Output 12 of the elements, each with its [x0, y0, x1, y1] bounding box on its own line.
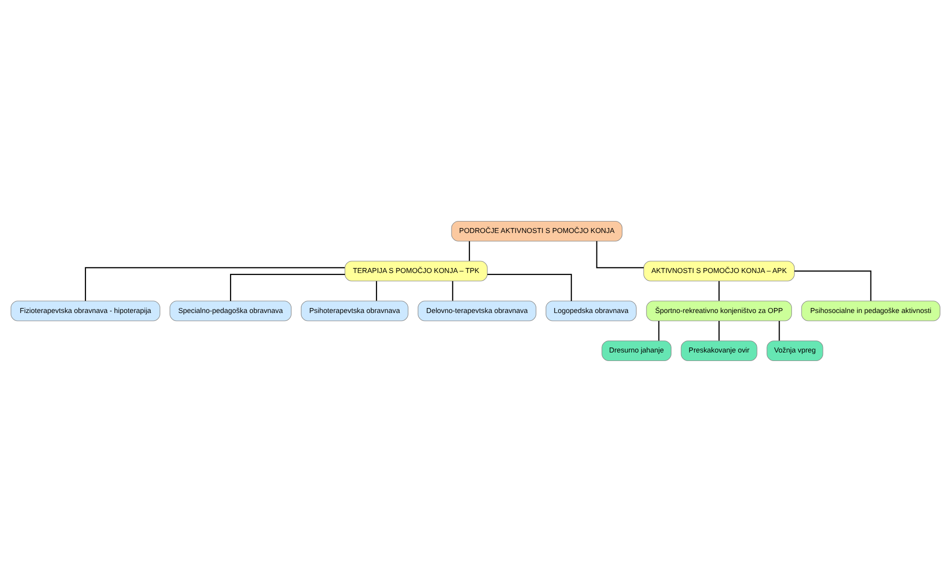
connector: [794, 270, 872, 300]
connector: [468, 240, 470, 260]
connector: [230, 273, 345, 300]
connector: [658, 320, 660, 340]
connector: [487, 273, 572, 300]
connector: [778, 320, 780, 340]
connector: [596, 240, 644, 268]
connector: [84, 266, 345, 300]
connector: [376, 280, 378, 300]
connector: [718, 280, 720, 300]
connector: [718, 320, 720, 340]
connector: [452, 280, 454, 300]
